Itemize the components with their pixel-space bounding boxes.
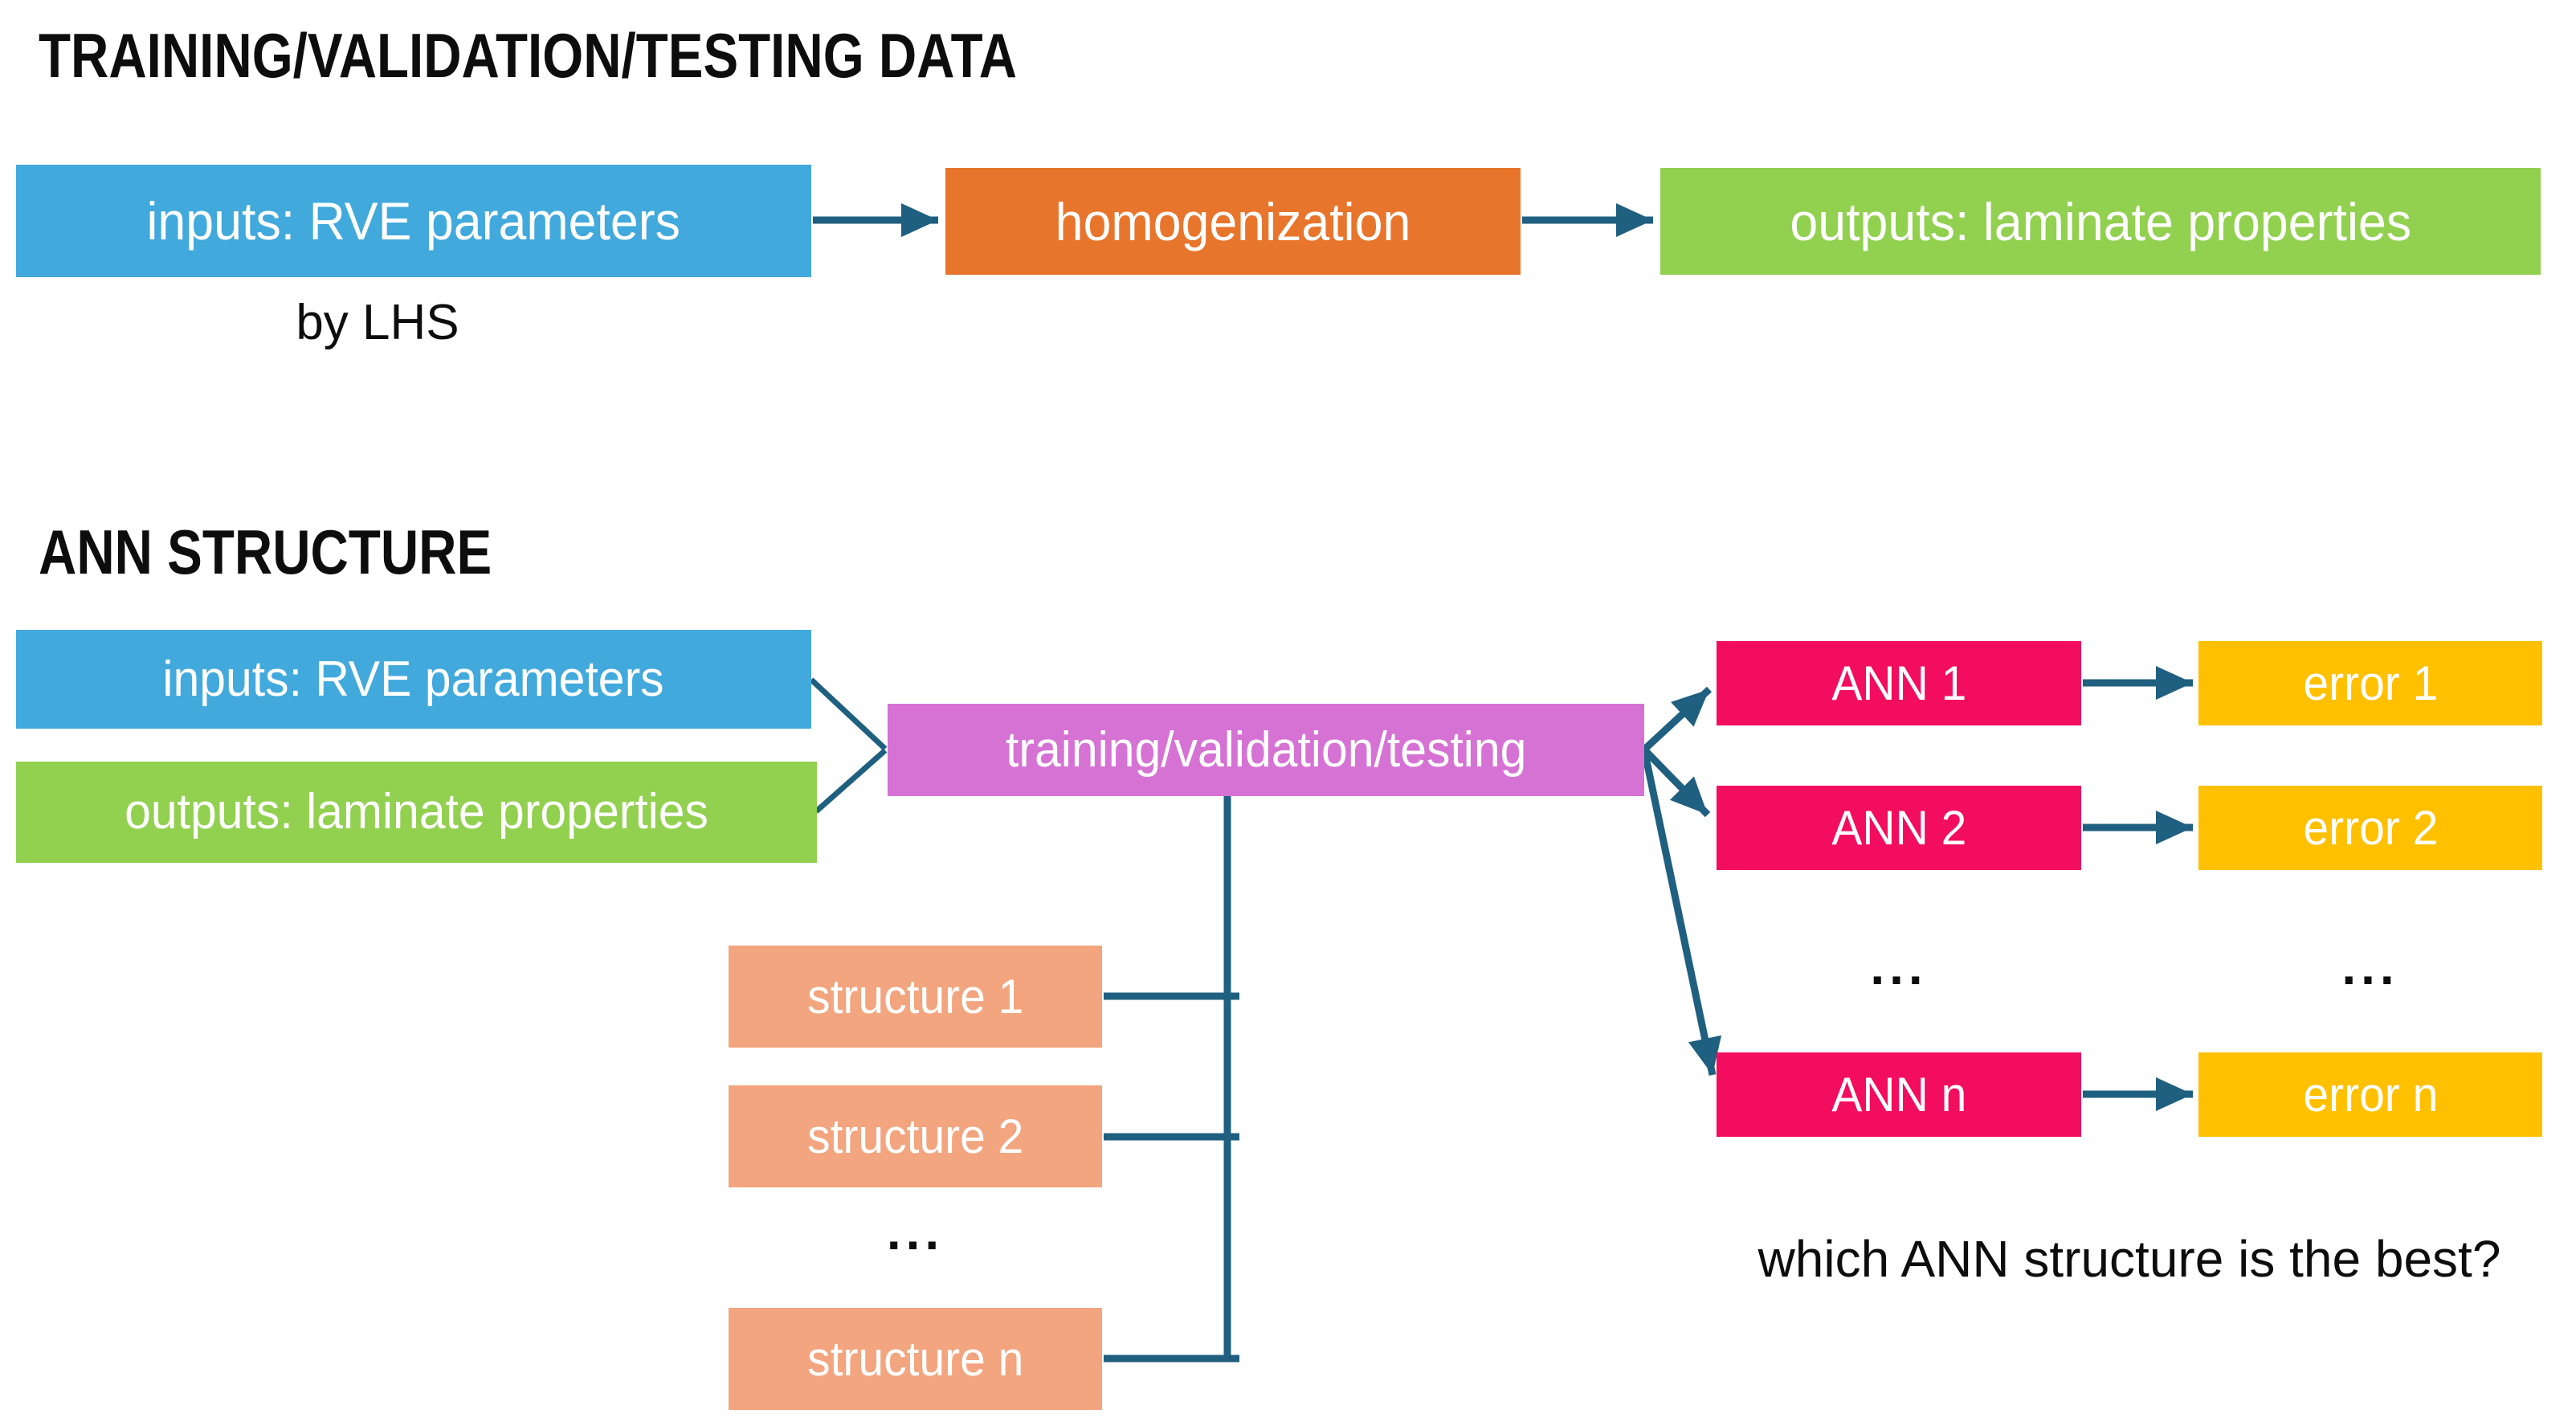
node-homogenization: homogenization bbox=[945, 168, 1521, 275]
ellipsis-ann-column: ... bbox=[1870, 938, 1928, 995]
node-ann-outputs: outputs: laminate properties bbox=[16, 762, 817, 863]
node-error-2-label: error 2 bbox=[2303, 800, 2438, 855]
node-ann-1: ANN 1 bbox=[1717, 641, 2081, 725]
section-heading-ann: ANN STRUCTURE bbox=[39, 517, 492, 587]
node-ann-2-label: ANN 2 bbox=[1831, 800, 1966, 855]
node-error-2: error 2 bbox=[2198, 786, 2542, 870]
node-ann-1-label: ANN 1 bbox=[1831, 656, 1966, 710]
node-training-label: training/validation/testing bbox=[1005, 721, 1527, 778]
node-data-outputs: outputs: laminate properties bbox=[1660, 168, 2541, 275]
node-ann-2: ANN 2 bbox=[1717, 786, 2081, 870]
node-data-inputs-label: inputs: RVE parameters bbox=[146, 191, 681, 251]
line-ann-outputs-to-training bbox=[814, 748, 888, 814]
node-structure-n: structure n bbox=[729, 1308, 1102, 1410]
node-structure-1-label: structure 1 bbox=[806, 969, 1024, 1024]
node-error-n: error n bbox=[2198, 1052, 2542, 1137]
arrow-training-to-annN bbox=[1640, 749, 1722, 1076]
node-ann-outputs-label: outputs: laminate properties bbox=[125, 784, 708, 840]
ellipsis-structure-column: ... bbox=[886, 1203, 945, 1261]
node-structure-2: structure 2 bbox=[729, 1085, 1102, 1187]
node-ann-n: ANN n bbox=[1717, 1052, 2081, 1137]
line-ann-inputs-to-training bbox=[809, 677, 888, 751]
node-structure-2-label: structure 2 bbox=[806, 1109, 1024, 1163]
node-ann-inputs: inputs: RVE parameters bbox=[16, 630, 811, 729]
node-ann-n-label: ANN n bbox=[1831, 1067, 1966, 1122]
arrow-training-to-ann1 bbox=[1641, 686, 1713, 753]
node-data-outputs-label: outputs: laminate properties bbox=[1790, 191, 2411, 251]
note-by-lhs: by LHS bbox=[296, 295, 459, 350]
node-ann-inputs-label: inputs: RVE parameters bbox=[162, 651, 665, 707]
node-homogenization-label: homogenization bbox=[1055, 191, 1411, 251]
question-text: which ANN structure is the best? bbox=[1757, 1230, 2501, 1288]
node-error-n-label: error n bbox=[2303, 1067, 2438, 1122]
node-error-1: error 1 bbox=[2198, 641, 2542, 725]
arrow-training-to-ann2 bbox=[1641, 746, 1711, 818]
node-training-validation-testing: training/validation/testing bbox=[888, 704, 1644, 796]
node-structure-n-label: structure n bbox=[806, 1331, 1024, 1386]
node-structure-1: structure 1 bbox=[729, 946, 1102, 1048]
section-heading-data: TRAINING/VALIDATION/TESTING DATA bbox=[39, 20, 1018, 91]
node-error-1-label: error 1 bbox=[2303, 656, 2438, 710]
node-data-inputs: inputs: RVE parameters bbox=[16, 165, 811, 277]
ellipsis-error-column: ... bbox=[2341, 938, 2399, 995]
